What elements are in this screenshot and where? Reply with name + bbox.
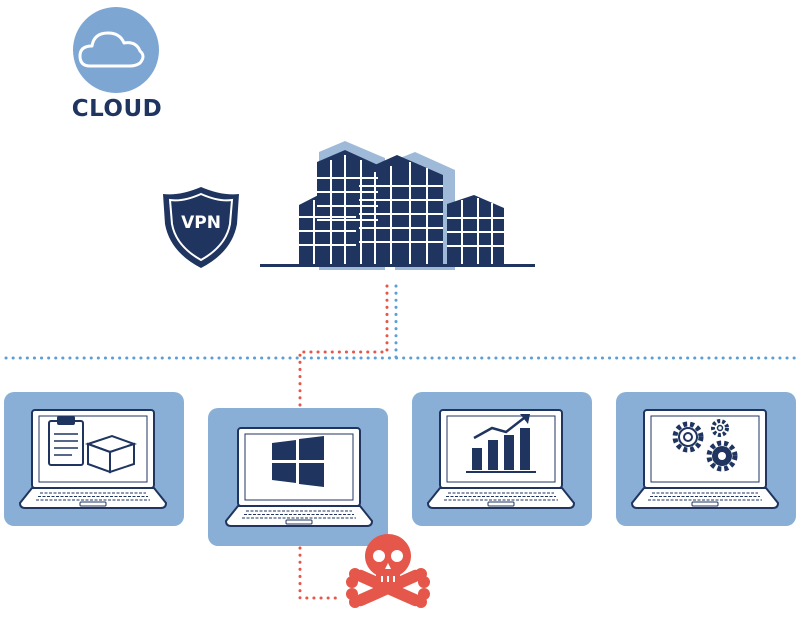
attack-path [298, 284, 389, 600]
network-line [4, 284, 798, 360]
cloud-icon [73, 7, 159, 93]
clipboard-and-box-icon [48, 416, 138, 474]
windows-logo-icon [272, 436, 324, 487]
cloud-label: CLOUD [71, 96, 163, 122]
office-buildings-icon [260, 141, 535, 270]
workstation-inventory [4, 392, 184, 526]
vpn-label: VPN [181, 213, 221, 233]
bar-chart-icon [466, 414, 536, 473]
workstation-windows [208, 408, 388, 546]
workstation-settings [616, 392, 796, 526]
skull-and-crossbones-icon [346, 534, 430, 608]
shield-icon [163, 187, 239, 268]
gears-icon [672, 419, 738, 472]
workstation-analytics [412, 392, 592, 526]
